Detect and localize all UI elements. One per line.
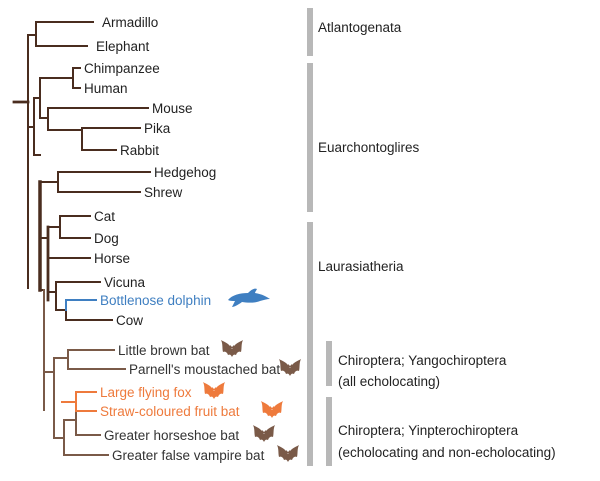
- bat-icon: [221, 340, 243, 357]
- clade-bracket: [307, 8, 313, 56]
- clade-bracket: [326, 397, 332, 466]
- clade-label-chiroptera-yinpterochiroptera-note: (echolocating and non-echolocating): [338, 445, 556, 460]
- taxon-label-cat: Cat: [94, 209, 115, 224]
- clade-brackets: AtlantogenataEuarchontogliresLaurasiathe…: [307, 8, 556, 466]
- taxon-label-hedgehog: Hedgehog: [154, 165, 216, 180]
- taxon-label-mouse: Mouse: [152, 101, 193, 116]
- taxon-label-little-brown-bat: Little brown bat: [118, 343, 210, 358]
- clade-bracket: [307, 63, 313, 212]
- clade-label-chiroptera-yangochiroptera: Chiroptera; Yangochiroptera: [338, 353, 507, 368]
- taxon-label-dog: Dog: [94, 231, 119, 246]
- taxon-label-bottlenose-dolphin: Bottlenose dolphin: [100, 293, 211, 308]
- taxon-label-human: Human: [84, 81, 128, 96]
- bat-icon: [279, 359, 301, 376]
- clade-bracket: [307, 222, 313, 466]
- bat-icon: [253, 425, 275, 442]
- clade-label-atlantogenata: Atlantogenata: [318, 20, 402, 35]
- taxon-labels: ArmadilloElephantChimpanzeeHumanMousePik…: [84, 15, 280, 463]
- taxon-label-vicuna: Vicuna: [104, 275, 146, 290]
- taxon-label-shrew: Shrew: [144, 185, 183, 200]
- clade-label-chiroptera-yinpterochiroptera: Chiroptera; Yinpterochiroptera: [338, 423, 519, 438]
- dolphin-icon: [228, 288, 270, 307]
- taxon-label-cow: Cow: [116, 313, 143, 328]
- clade-label-euarchontoglires: Euarchontoglires: [318, 140, 420, 155]
- taxon-label-elephant: Elephant: [96, 39, 150, 54]
- taxon-label-horse: Horse: [94, 251, 130, 266]
- bat-icon: [277, 445, 299, 462]
- tree-branches: [12, 21, 151, 456]
- taxon-label-pika: Pika: [144, 121, 171, 136]
- taxon-label-straw-coloured-fruit-bat: Straw-coloured fruit bat: [100, 404, 240, 419]
- taxon-label-large-flying-fox: Large flying fox: [100, 385, 192, 400]
- taxon-label-chimpanzee: Chimpanzee: [84, 61, 160, 76]
- taxon-label-rabbit: Rabbit: [120, 143, 159, 158]
- clade-label-laurasiatheria: Laurasiatheria: [318, 259, 404, 274]
- taxon-label-greater-horseshoe-bat: Greater horseshoe bat: [104, 428, 239, 443]
- bat-icon: [203, 382, 225, 399]
- animal-icons: [203, 288, 301, 462]
- clade-label-chiroptera-yangochiroptera-note: (all echolocating): [338, 374, 440, 389]
- taxon-label-greater-false-vampire-bat: Greater false vampire bat: [112, 448, 265, 463]
- clade-bracket: [326, 341, 332, 386]
- taxon-label-parnell-s-moustached-bat: Parnell's moustached bat: [129, 362, 280, 377]
- taxon-label-armadillo: Armadillo: [102, 15, 158, 30]
- bat-icon: [261, 401, 283, 418]
